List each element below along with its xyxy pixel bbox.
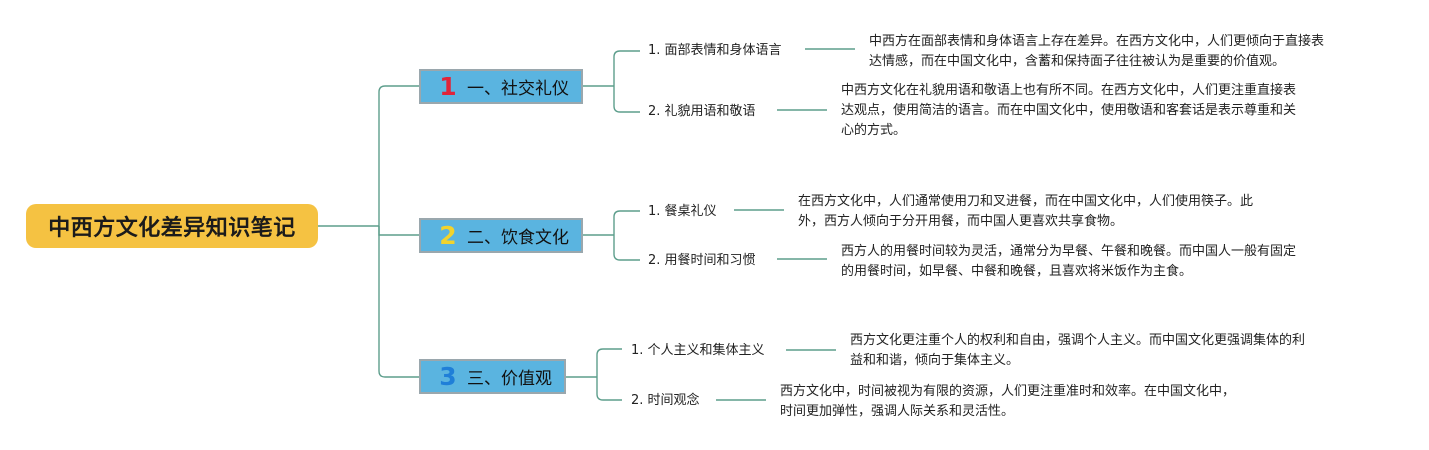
topic-description: 西方文化中，时间被视为有限的资源，人们更注重准时和效率。在中国文化中， 时间更加… bbox=[780, 382, 1300, 422]
root-to-branch-1-line bbox=[378, 85, 419, 226]
desc-line: 中西方在面部表情和身体语言上存在差异。在西方文化中，人们更倾向于直接表 bbox=[869, 34, 1325, 49]
topic-description: 西方人的用餐时间较为灵活，通常分为早餐、午餐和晚餐。而中国人一般有固定 的用餐时… bbox=[841, 242, 1361, 282]
topic-facial-expressions[interactable]: 1. 面部表情和身体语言 bbox=[648, 43, 782, 58]
badge-number-2-icon: 2 bbox=[439, 221, 457, 250]
topic-time-concept[interactable]: 2. 时间观念 bbox=[631, 393, 700, 408]
branch-3-item-1-line bbox=[596, 348, 622, 377]
badge-number-3-icon: 3 bbox=[439, 362, 457, 391]
desc-line: 在西方文化中，人们通常使用刀和叉进餐，而在中国文化中，人们使用筷子。此 bbox=[798, 194, 1254, 209]
desc-line: 西方人的用餐时间较为灵活，通常分为早餐、午餐和晚餐。而中国人一般有固定 bbox=[841, 244, 1297, 259]
root-to-branch-2-line bbox=[378, 226, 419, 236]
desc-line: 的用餐时间，如早餐、中餐和晚餐，且喜欢将米饭作为主食。 bbox=[841, 264, 1193, 279]
branch-1-item-1-line bbox=[613, 50, 640, 86]
branch-label: 三、价值观 bbox=[467, 369, 552, 389]
topic-table-manners[interactable]: 1. 餐桌礼仪 bbox=[648, 204, 717, 219]
desc-line: 时间更加弹性，强调人际关系和灵活性。 bbox=[780, 404, 1015, 419]
desc-line: 心的方式。 bbox=[841, 123, 907, 138]
branch-node-food-culture[interactable]: 2 二、饮食文化 bbox=[419, 218, 583, 253]
root-node-title[interactable]: 中西方文化差异知识笔记 bbox=[26, 204, 318, 248]
branch-label: 二、饮食文化 bbox=[467, 228, 569, 248]
topic-description: 中西方在面部表情和身体语言上存在差异。在西方文化中，人们更倾向于直接表 达情感，… bbox=[869, 32, 1389, 72]
topic-polite-language[interactable]: 2. 礼貌用语和敬语 bbox=[648, 104, 756, 119]
branch-label: 一、社交礼仪 bbox=[467, 79, 569, 99]
desc-line: 益和和谐，倾向于集体主义。 bbox=[850, 353, 1020, 368]
branch-2-item-1-line bbox=[613, 210, 640, 235]
badge-number-1-icon: 1 bbox=[439, 72, 457, 101]
branch-node-values[interactable]: 3 三、价值观 bbox=[419, 359, 566, 394]
desc-line: 外，西方人倾向于分开用餐，而中国人更喜欢共享食物。 bbox=[798, 214, 1124, 229]
branch-1-item-2-line bbox=[613, 86, 640, 113]
branch-3-item-2-line bbox=[596, 377, 622, 401]
topic-description: 在西方文化中，人们通常使用刀和叉进餐，而在中国文化中，人们使用筷子。此 外，西方… bbox=[798, 192, 1318, 232]
branch-2-item-2-line bbox=[613, 235, 640, 261]
branch-node-social-etiquette[interactable]: 1 一、社交礼仪 bbox=[419, 69, 583, 104]
desc-line: 西方文化中，时间被视为有限的资源，人们更注重准时和效率。在中国文化中， bbox=[780, 384, 1236, 399]
topic-meal-times[interactable]: 2. 用餐时间和习惯 bbox=[648, 253, 756, 268]
desc-line: 达情感，而在中国文化中，含蓄和保持面子往往被认为是重要的价值观。 bbox=[869, 54, 1286, 69]
topic-description: 中西方文化在礼貌用语和敬语上也有所不同。在西方文化中，人们更注重直接表 达观点，… bbox=[841, 81, 1361, 141]
root-to-branch-3-line bbox=[378, 226, 419, 378]
desc-line: 中西方文化在礼貌用语和敬语上也有所不同。在西方文化中，人们更注重直接表 bbox=[841, 83, 1297, 98]
topic-individualism-collectivism[interactable]: 1. 个人主义和集体主义 bbox=[631, 343, 765, 358]
desc-line: 达观点，使用简洁的语言。而在中国文化中，使用敬语和客套话是表示尊重和关 bbox=[841, 103, 1297, 118]
topic-description: 西方文化更注重个人的权利和自由，强调个人主义。而中国文化更强调集体的利 益和和谐… bbox=[850, 331, 1370, 371]
desc-line: 西方文化更注重个人的权利和自由，强调个人主义。而中国文化更强调集体的利 bbox=[850, 333, 1306, 348]
